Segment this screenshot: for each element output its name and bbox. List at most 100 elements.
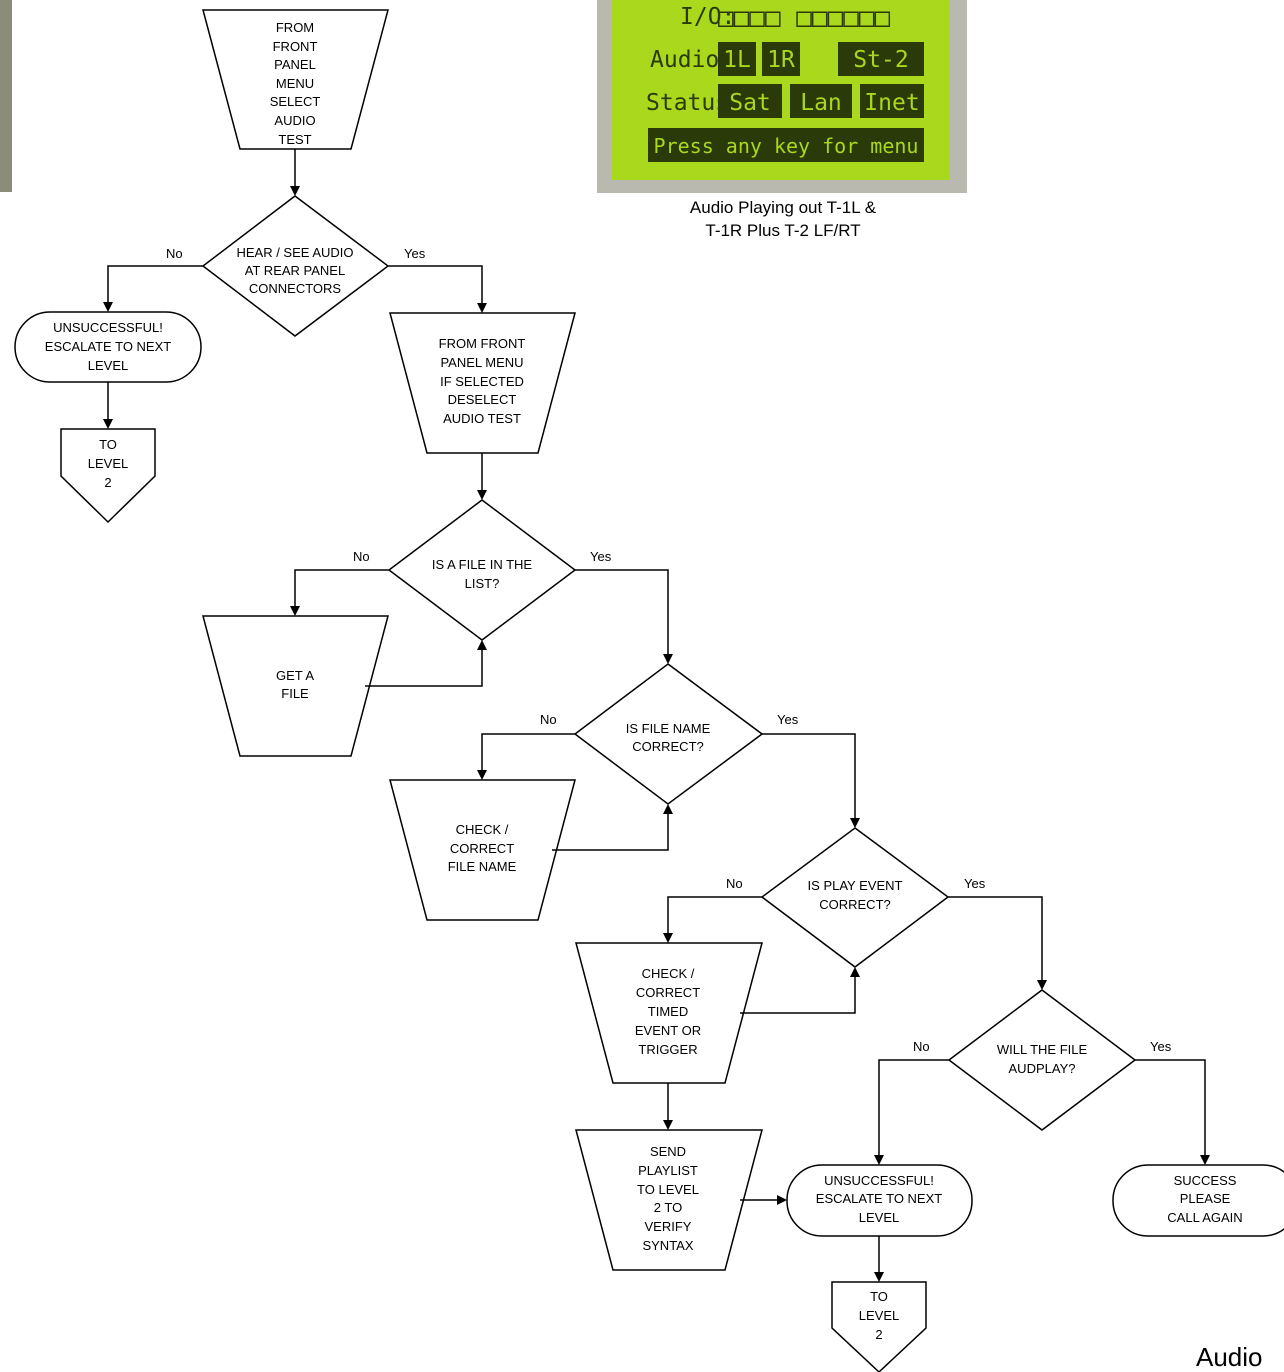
label-no: No xyxy=(353,549,370,564)
svg-text:TIMED: TIMED xyxy=(648,1004,688,1019)
corner-audio-text: Audio xyxy=(1196,1342,1263,1372)
svg-text:PANEL: PANEL xyxy=(274,57,316,72)
edge-hear-yes xyxy=(388,265,487,313)
lcd-audio-1l: 1L xyxy=(723,47,751,73)
svg-text:LEVEL: LEVEL xyxy=(859,1308,899,1323)
edge-checktimed-back xyxy=(740,967,860,1014)
svg-text:2: 2 xyxy=(875,1327,882,1342)
svg-text:VERIFY: VERIFY xyxy=(645,1219,692,1234)
terminal-unsuccessful-1: UNSUCCESSFUL! ESCALATE TO NEXT LEVEL xyxy=(14,311,202,383)
svg-text:CALL AGAIN: CALL AGAIN xyxy=(1167,1210,1242,1225)
lcd-status-sat: Sat xyxy=(729,90,771,116)
svg-text:IS FILE NAME: IS FILE NAME xyxy=(626,721,711,736)
svg-text:IS A FILE IN THE: IS A FILE IN THE xyxy=(432,557,533,572)
svg-text:EVENT OR: EVENT OR xyxy=(635,1023,701,1038)
edge-audplay-no xyxy=(874,1059,949,1165)
node-start-text: FROM FRONT PANEL MENU SELECT AUDIO TEST xyxy=(270,20,321,147)
svg-text:CONNECTORS: CONNECTORS xyxy=(249,281,342,296)
svg-text:DESELECT: DESELECT xyxy=(448,392,517,407)
lcd-audio-1r: 1R xyxy=(767,47,795,73)
connector-to-level-2-a: TO LEVEL 2 xyxy=(60,428,156,524)
svg-text:FROM: FROM xyxy=(276,20,314,35)
svg-text:LEVEL: LEVEL xyxy=(859,1210,899,1225)
lcd-caption-line1: Audio Playing out T-1L & xyxy=(690,198,877,217)
lcd-prompt-box xyxy=(648,128,924,162)
edge-playevent-yes xyxy=(948,896,1047,990)
lcd-audio-1l-box xyxy=(718,42,756,76)
svg-text:PANEL MENU: PANEL MENU xyxy=(440,355,523,370)
lcd-status-lan-box xyxy=(790,84,852,118)
svg-text:CORRECT: CORRECT xyxy=(636,985,700,1000)
lcd-io-boxes: □□□□ □□□□□□ xyxy=(718,3,891,33)
svg-text:CORRECT?: CORRECT? xyxy=(632,739,704,754)
terminal-success: SUCCESS PLEASE CALL AGAIN xyxy=(1112,1164,1284,1237)
lcd-status-sat-box xyxy=(718,84,782,118)
svg-text:LEVEL: LEVEL xyxy=(88,358,128,373)
node-check-timed-event: CHECK / CORRECT TIMED EVENT OR TRIGGER xyxy=(575,942,763,1084)
label-yes: Yes xyxy=(404,246,426,261)
node-get-a-file: GET A FILE xyxy=(202,615,389,757)
svg-text:2: 2 xyxy=(104,475,111,490)
decision-play-event: IS PLAY EVENT CORRECT? xyxy=(760,827,950,968)
decision-file-in-list: IS A FILE IN THE LIST? xyxy=(387,499,577,641)
edge-audplay-yes xyxy=(1135,1059,1210,1165)
node-check-file-name: CHECK / CORRECT FILE NAME xyxy=(389,779,576,921)
lcd-audio-st2-box xyxy=(838,42,924,76)
svg-text:SEND: SEND xyxy=(650,1144,686,1159)
svg-text:ESCALATE TO NEXT: ESCALATE TO NEXT xyxy=(45,339,171,354)
svg-text:FILE: FILE xyxy=(281,686,309,701)
svg-text:SELECT: SELECT xyxy=(270,94,321,109)
svg-text:IS PLAY EVENT: IS PLAY EVENT xyxy=(808,878,903,893)
edge-checkname-back xyxy=(552,804,673,851)
lcd-caption-line2: T-1R Plus T-2 LF/RT xyxy=(705,221,860,240)
lcd-audio-1r-box xyxy=(762,42,800,76)
edge-labels: No Yes No Yes No Yes No Yes No Yes xyxy=(166,246,1172,1054)
svg-text:MENU: MENU xyxy=(276,76,314,91)
edge-list-no xyxy=(290,569,389,616)
svg-text:TRIGGER: TRIGGER xyxy=(638,1042,697,1057)
svg-text:IF SELECTED: IF SELECTED xyxy=(440,374,524,389)
lcd-prompt: Press any key for menu xyxy=(654,134,919,158)
node-start: FROM FRONT PANEL MENU SELECT AUDIO TEST xyxy=(202,9,389,150)
lcd-status-inet-box xyxy=(860,84,924,118)
svg-text:CORRECT: CORRECT xyxy=(450,841,514,856)
svg-text:ESCALATE TO NEXT: ESCALATE TO NEXT xyxy=(816,1191,942,1206)
svg-text:CORRECT?: CORRECT? xyxy=(819,897,891,912)
label-yes: Yes xyxy=(964,876,986,891)
svg-text:TO: TO xyxy=(870,1289,888,1304)
label-yes: Yes xyxy=(777,712,799,727)
edge-hear-no xyxy=(103,265,203,312)
svg-text:WILL THE FILE: WILL THE FILE xyxy=(997,1042,1088,1057)
edge-filename-yes xyxy=(762,733,860,828)
svg-text:PLAYLIST: PLAYLIST xyxy=(638,1163,698,1178)
edge-filename-no xyxy=(477,733,575,780)
label-no: No xyxy=(166,246,183,261)
label-no: No xyxy=(540,712,557,727)
svg-text:FILE NAME: FILE NAME xyxy=(448,859,517,874)
edge-list-yes xyxy=(575,569,673,664)
decision-hear-audio: HEAR / SEE AUDIO AT REAR PANEL CONNECTOR… xyxy=(201,195,390,337)
svg-text:SUCCESS: SUCCESS xyxy=(1174,1173,1237,1188)
connector-to-level-2-b: TO LEVEL 2 xyxy=(831,1281,927,1372)
edge-getfile-back xyxy=(365,640,487,687)
node-deselect-audio-test: FROM FRONT PANEL MENU IF SELECTED DESELE… xyxy=(389,312,576,454)
svg-text:CHECK /: CHECK / xyxy=(642,966,695,981)
svg-text:AUDIO TEST: AUDIO TEST xyxy=(443,411,521,426)
decision-audplay: WILL THE FILE AUDPLAY? xyxy=(947,989,1137,1131)
svg-text:HEAR / SEE AUDIO: HEAR / SEE AUDIO xyxy=(236,245,353,260)
svg-text:GET A: GET A xyxy=(276,668,314,683)
lcd-audio-st2: St-2 xyxy=(853,47,908,73)
svg-text:LEVEL: LEVEL xyxy=(88,456,128,471)
svg-text:2 TO: 2 TO xyxy=(654,1200,682,1215)
terminal-unsuccessful-2: UNSUCCESSFUL! ESCALATE TO NEXT LEVEL xyxy=(786,1164,973,1237)
edge-playevent-no xyxy=(663,896,762,943)
lcd-status-inet: Inet xyxy=(864,90,919,116)
svg-text:AUDPLAY?: AUDPLAY? xyxy=(1009,1061,1076,1076)
lcd-panel: I/O: □□□□ □□□□□□ Audio: 1L 1R St-2 Statu… xyxy=(597,0,967,193)
svg-text:TEST: TEST xyxy=(278,132,311,147)
label-no: No xyxy=(913,1039,930,1054)
svg-text:AUDIO: AUDIO xyxy=(274,113,315,128)
lcd-status-lan: Lan xyxy=(800,90,842,116)
left-edge-photo xyxy=(0,0,12,192)
